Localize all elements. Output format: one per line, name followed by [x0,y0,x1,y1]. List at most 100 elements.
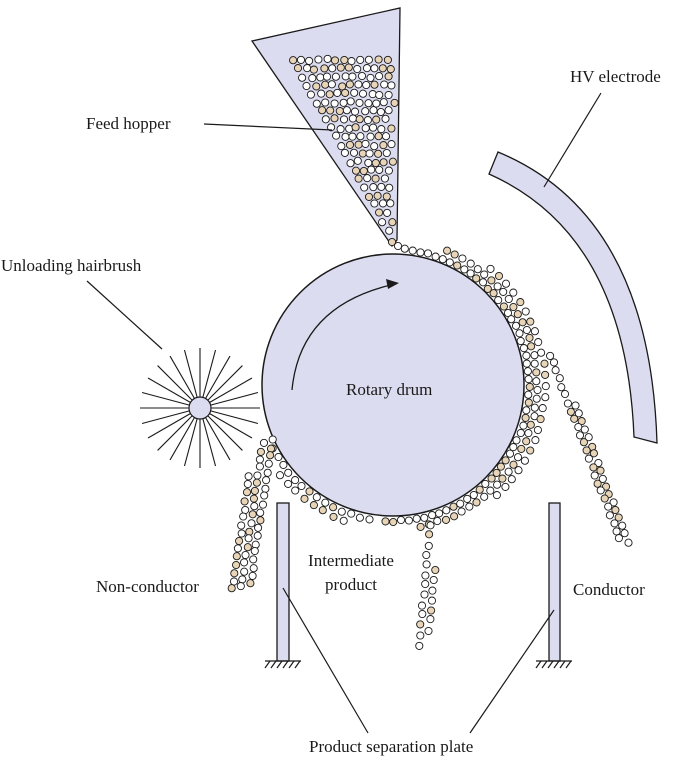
particle [250,546,259,556]
particle [256,508,265,517]
particle [227,584,236,593]
particle [374,149,383,158]
brush-bristle [147,413,191,439]
particle [378,64,387,73]
particle [610,519,619,528]
particle [387,81,396,90]
particle [465,502,474,511]
unloading-hairbrush [140,348,260,468]
brush-bristle [210,391,259,406]
particle [524,390,533,399]
particle [300,494,309,503]
particle [541,370,550,379]
particle [481,479,490,488]
particle [327,123,336,132]
particle [584,433,593,442]
particle [416,522,425,531]
particle [590,471,599,480]
particle [305,56,314,65]
particle [353,64,362,74]
particle [450,512,459,521]
particle [336,125,345,134]
particle [460,265,469,274]
particle [260,491,269,500]
particle [530,403,539,412]
particle [351,166,361,175]
particle [383,208,392,217]
particle [291,476,300,485]
particle [266,444,276,453]
particle [331,72,340,81]
particle [532,377,541,386]
particle [501,482,510,491]
particle [378,199,388,208]
particle [298,73,307,82]
brush-hub [188,396,212,420]
particle [469,490,478,500]
particle [318,106,327,115]
particle [309,65,318,74]
particle [341,132,350,141]
brush-bristle [202,349,217,398]
particle [364,55,373,64]
particle [433,516,442,526]
particle [354,174,363,183]
particle [348,72,357,81]
particle [540,359,549,368]
particle [237,521,246,530]
particle [549,358,559,367]
particle [571,401,580,410]
particle [533,425,542,435]
brush-bristle [207,415,243,451]
particle [524,398,533,407]
particle [293,64,303,73]
particle [320,64,329,73]
particle [244,534,253,543]
brush-bristle [183,418,198,467]
particle [532,368,541,377]
particle [417,601,427,610]
particle [382,192,391,201]
particle [453,261,462,270]
particle [512,436,521,445]
particle [516,298,525,307]
particle [620,529,629,538]
particle [593,479,602,488]
particle [499,287,508,296]
particle [560,389,570,399]
particle [513,453,523,462]
particle [416,620,425,629]
particle [243,479,252,489]
particle [605,511,614,520]
particle [355,98,364,107]
particle [362,80,371,90]
particle [237,529,246,538]
particle [238,575,247,584]
particle [520,456,529,465]
particle [589,449,598,458]
particle [494,296,503,305]
particle [518,318,527,327]
label-non-conductor: Non-conductor [96,577,199,596]
particle [370,64,379,73]
particle [598,474,607,483]
particle [250,502,259,511]
particle [537,348,546,357]
particle [240,567,249,576]
particle [332,131,341,140]
particle [609,498,618,507]
particle [396,515,406,525]
particle [507,315,516,324]
separation-plate-right [548,502,561,662]
brush-bristle [210,410,259,425]
brush-bristle [205,355,231,399]
particle [457,507,466,516]
particle [384,106,393,115]
particle [367,165,376,174]
particle [362,64,372,73]
ground-right [535,660,572,669]
particle [584,454,593,463]
particle [262,476,271,485]
particle [253,531,262,540]
particle [306,90,315,99]
